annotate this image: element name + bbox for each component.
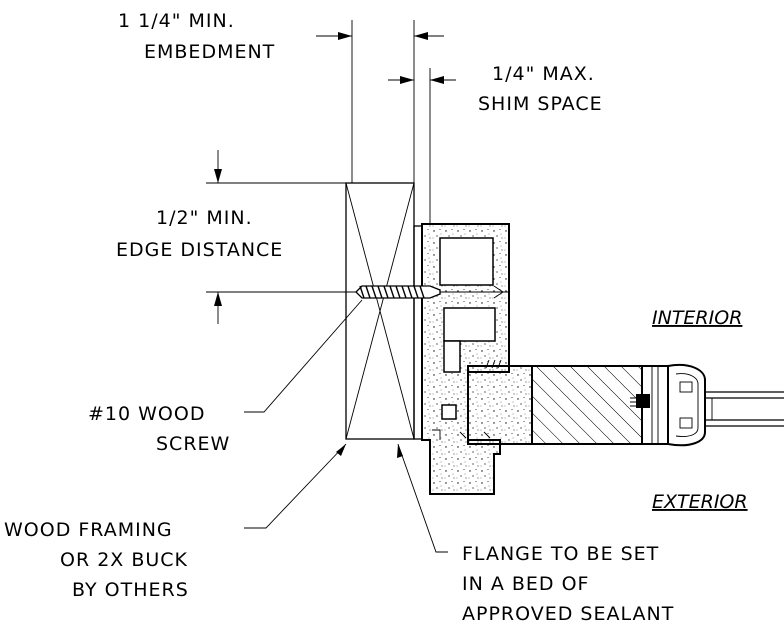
interior-label: INTERIOR	[652, 307, 742, 329]
screw-leader	[244, 299, 363, 413]
wood-screw	[355, 285, 441, 299]
framing-label-line2: OR 2X BUCK	[60, 549, 188, 571]
wood-framing	[345, 182, 415, 440]
exterior-label: EXTERIOR	[652, 491, 748, 513]
flange-shim-strip	[413, 225, 423, 440]
shim-space-dimension	[388, 68, 456, 224]
flange-label-line3: APPROVED SEALANT	[462, 603, 674, 625]
shim-label-line2: SHIM SPACE	[478, 93, 603, 115]
flange-label-line1: FLANGE TO BE SET	[462, 543, 659, 565]
screw-label-line1: #10 WOOD	[88, 403, 205, 425]
embedment-dimension	[316, 20, 444, 183]
flange-label-line2: IN A BED OF	[462, 573, 590, 595]
framing-label-line1: WOOD FRAMING	[4, 519, 173, 541]
embedment-label-line1: 1 1/4" MIN.	[118, 10, 235, 32]
edge-label-line2: EDGE DISTANCE	[116, 239, 283, 261]
framing-leader	[244, 443, 347, 529]
glazing-unit	[459, 359, 784, 447]
edge-label-line1: 1/2" MIN.	[156, 207, 253, 229]
flange-leader	[397, 443, 448, 553]
window-frame-profile	[421, 223, 510, 495]
embedment-label-line2: EMBEDMENT	[144, 41, 275, 63]
screw-label-line2: SCREW	[156, 433, 230, 455]
shim-label-line1: 1/4" MAX.	[492, 63, 595, 85]
framing-label-line3: BY OTHERS	[72, 579, 189, 601]
edge-distance-dimension	[206, 150, 356, 324]
